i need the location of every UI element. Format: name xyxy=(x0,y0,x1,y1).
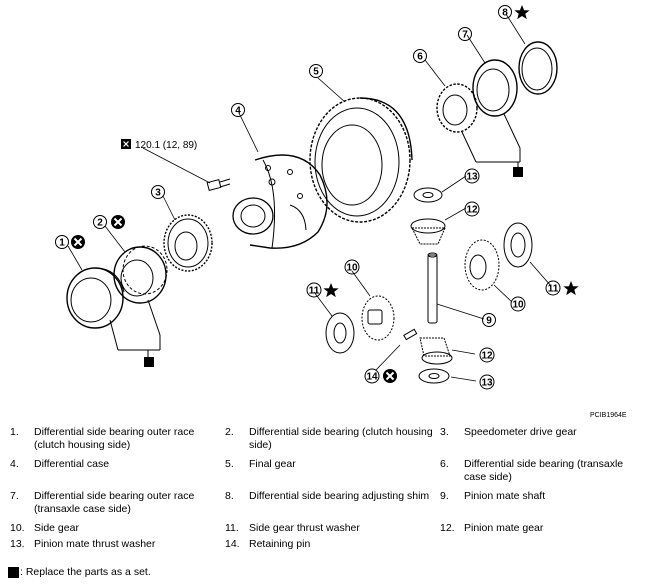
legend-item: 6.Differential side bearing (transaxle c… xyxy=(440,458,624,483)
legend-item: 7.Differential side bearing outer race (… xyxy=(10,490,195,515)
legend-item: 4.Differential case xyxy=(10,458,110,470)
part-bearing-clutch-side xyxy=(113,245,168,304)
legend-item: 14.Retaining pin xyxy=(225,538,311,550)
callout-2: 2 xyxy=(93,215,107,229)
star-icon xyxy=(514,5,530,20)
svg-text:1: 1 xyxy=(59,238,65,249)
svg-text:14: 14 xyxy=(366,372,378,383)
callout-11-left: 11 xyxy=(306,282,322,298)
torque-spec: 120.1 (12, 89) xyxy=(121,139,197,151)
callout-13-lower: 13 xyxy=(479,374,495,390)
part-outer-race-clutch-side xyxy=(66,267,125,329)
exploded-view-diagram: 1 2 3 4 5 6 7 8 13 12 xyxy=(55,5,579,390)
callout-11-right: 11 xyxy=(545,280,561,296)
svg-text:6: 6 xyxy=(417,52,423,63)
part-bearing-transaxle-side xyxy=(436,83,478,133)
part-outer-race-transaxle-side xyxy=(472,59,518,117)
leader-lines xyxy=(67,13,552,382)
part-pinion-thrust-washer-lower xyxy=(418,368,450,384)
callout-5: 5 xyxy=(309,64,323,78)
svg-text:13: 13 xyxy=(466,172,478,183)
part-side-gear-thrust-washer-left xyxy=(325,312,355,354)
callout-1: 1 xyxy=(55,235,69,249)
legend-row: 13.Pinion mate thrust washer 14.Retainin… xyxy=(0,538,649,554)
callout-10-right: 10 xyxy=(510,296,526,312)
part-pinion-mate-shaft xyxy=(427,252,438,324)
part-differential-case xyxy=(232,154,328,249)
set-bracket-transaxle-side xyxy=(461,113,521,168)
svg-text:8: 8 xyxy=(502,8,508,19)
legend-item: 5.Final gear xyxy=(225,458,296,470)
svg-text:11: 11 xyxy=(548,284,559,295)
svg-text:13: 13 xyxy=(481,378,493,389)
part-pinion-mate-gear-lower xyxy=(419,337,453,365)
callout-4: 4 xyxy=(231,103,245,117)
svg-text:2: 2 xyxy=(97,218,103,229)
callout-13-upper: 13 xyxy=(464,168,480,184)
legend-item: 10.Side gear xyxy=(10,522,79,534)
legend-item: 9.Pinion mate shaft xyxy=(440,490,546,502)
part-side-gear-left xyxy=(361,295,395,341)
callout-12-upper: 12 xyxy=(464,201,480,217)
part-speedometer-drive-gear xyxy=(163,214,213,272)
part-case-bolt xyxy=(206,178,231,192)
legend-item: 3.Speedometer drive gear xyxy=(440,426,577,438)
svg-text:120.1 (12, 89): 120.1 (12, 89) xyxy=(135,140,197,151)
legend-row: 4.Differential case 5.Final gear 6.Diffe… xyxy=(0,458,649,490)
note-text: : Replace the parts as a set. xyxy=(20,566,151,578)
star-icon xyxy=(563,281,579,296)
set-marker-square xyxy=(144,357,154,367)
replace-icon xyxy=(111,215,125,229)
legend-row: 1.Differential side bearing outer race (… xyxy=(0,426,649,458)
set-bracket-clutch-side xyxy=(109,299,161,358)
parts-legend: 1.Differential side bearing outer race (… xyxy=(0,426,649,554)
svg-text:3: 3 xyxy=(155,188,161,199)
svg-text:7: 7 xyxy=(462,30,468,41)
legend-item: 2.Differential side bearing (clutch hous… xyxy=(225,426,433,451)
part-pinion-mate-gear-upper xyxy=(410,218,446,245)
callout-3: 3 xyxy=(151,185,165,199)
svg-text:10: 10 xyxy=(512,300,524,311)
callout-9: 9 xyxy=(482,313,496,327)
legend-item: 13.Pinion mate thrust washer xyxy=(10,538,156,550)
figure-reference-code: PCIB1964E xyxy=(590,412,627,419)
legend-item: 12.Pinion mate gear xyxy=(440,522,544,534)
replace-icon xyxy=(383,369,397,383)
set-marker-square xyxy=(513,167,523,177)
legend-item: 1.Differential side bearing outer race (… xyxy=(10,426,195,451)
svg-text:11: 11 xyxy=(309,286,320,297)
callout-6: 6 xyxy=(413,49,427,63)
callout-7: 7 xyxy=(458,27,472,41)
svg-text:10: 10 xyxy=(346,263,358,274)
part-retaining-pin xyxy=(403,328,418,341)
svg-text:9: 9 xyxy=(486,316,492,327)
callout-10-left: 10 xyxy=(344,259,360,275)
part-side-gear-thrust-washer-right xyxy=(503,222,533,268)
callout-12-lower: 12 xyxy=(479,347,495,363)
legend-item: 8.Differential side bearing adjusting sh… xyxy=(225,490,430,502)
replace-icon xyxy=(71,235,85,249)
svg-text:12: 12 xyxy=(466,205,478,216)
part-side-gear-right xyxy=(464,239,500,291)
svg-text:12: 12 xyxy=(481,351,493,362)
callout-8: 8 xyxy=(498,5,512,19)
svg-text:4: 4 xyxy=(235,106,241,117)
legend-item: 11.Side gear thrust washer xyxy=(225,522,360,534)
callout-14: 14 xyxy=(364,368,380,384)
legend-row: 10.Side gear 11.Side gear thrust washer … xyxy=(0,522,649,538)
part-final-gear xyxy=(309,97,413,223)
set-replacement-note: : Replace the parts as a set. xyxy=(8,566,151,578)
svg-text:5: 5 xyxy=(313,67,319,78)
part-pinion-thrust-washer-upper xyxy=(413,187,443,203)
star-icon xyxy=(323,283,339,298)
legend-row: 7.Differential side bearing outer race (… xyxy=(0,490,649,522)
set-marker-square xyxy=(8,566,19,578)
part-adjusting-shim xyxy=(518,41,558,95)
